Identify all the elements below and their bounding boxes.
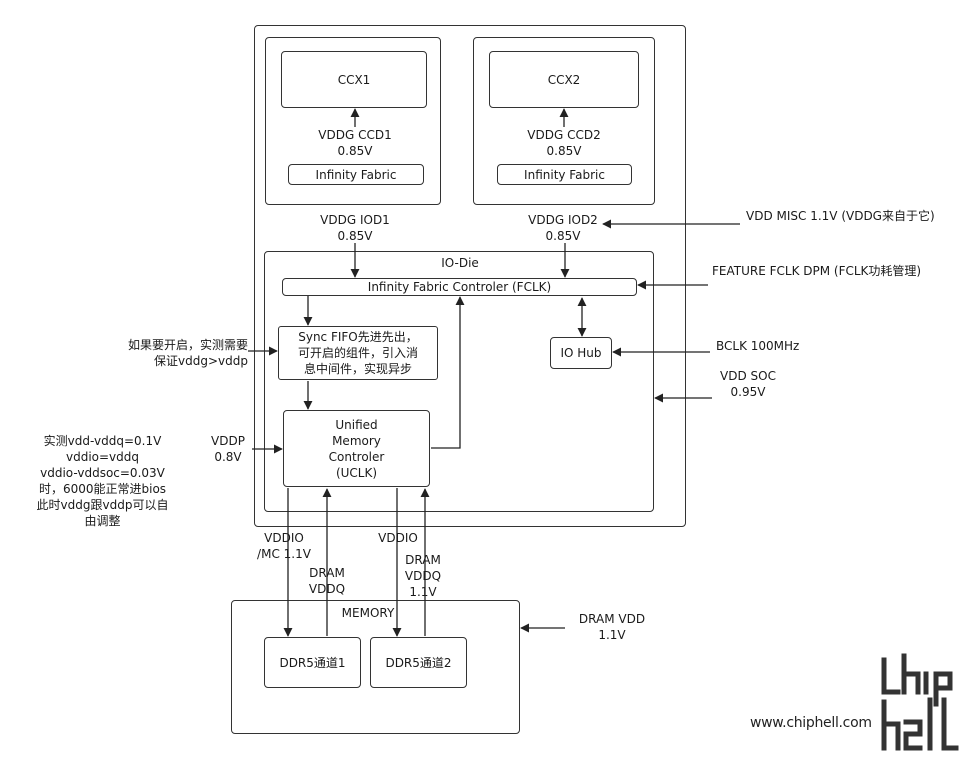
bclk-label: BCLK 100MHz	[716, 339, 800, 353]
vddg-iod1-label: VDDG IOD1 0.85V	[320, 213, 390, 243]
infinity-fabric-1-block: Infinity Fabric	[288, 164, 424, 185]
measured-note: 实测vdd-vddq=0.1V vddio=vddq vddio-vddsoc=…	[36, 434, 169, 528]
ccx1-block: CCX1	[281, 51, 427, 108]
vddg-ccd2-label: VDDG CCD2 0.85V	[527, 128, 601, 158]
vddio-label: VDDIO	[378, 531, 418, 545]
io-die-box	[264, 251, 654, 512]
chiphell-logo	[881, 653, 959, 751]
vddg-ccd1-label: VDDG CCD1 0.85V	[318, 128, 392, 158]
infinity-fabric-2-block: Infinity Fabric	[497, 164, 632, 185]
ccd2-box	[473, 37, 655, 205]
watermark-url: www.chiphell.com	[750, 715, 872, 731]
sync-fifo-note: 如果要开启，实测需要 保证vddg>vddp	[127, 338, 248, 368]
dram-vddq-right-label: DRAM VDDQ 1.1V	[404, 553, 442, 599]
ccx2-block: CCX2	[489, 51, 639, 108]
vddg-iod2-label: VDDG IOD2 0.85V	[528, 213, 598, 243]
ccd1-box	[265, 37, 441, 205]
io-hub-block: IO Hub	[550, 337, 612, 369]
unified-memory-controller-block: Unified Memory Controler (UCLK)	[283, 410, 430, 487]
ddr5-channel-2-block: DDR5通道2	[370, 637, 467, 688]
vddp-label: VDDP 0.8V	[211, 434, 245, 464]
io-die-title: IO-Die	[441, 256, 479, 270]
dram-vdd-label: DRAM VDD 1.1V	[578, 612, 646, 642]
vdd-misc-label: VDD MISC 1.1V (VDDG来自于它)	[746, 209, 935, 223]
vdd-soc-label: VDD SOC 0.95V	[720, 369, 776, 399]
memory-box	[231, 600, 520, 734]
feature-fclk-dpm-label: FEATURE FCLK DPM (FCLK功耗管理)	[712, 264, 922, 278]
sync-fifo-block: Sync FIFO先进先出， 可开启的组件，引入消 息中间件，实现异步	[278, 326, 438, 380]
fclk-controller-block: Infinity Fabric Controler (FCLK)	[282, 278, 637, 296]
memory-title: MEMORY	[341, 606, 395, 620]
ddr5-channel-1-block: DDR5通道1	[264, 637, 361, 688]
vddio-mc-label: VDDIO /MC 1.1V	[257, 531, 311, 561]
cpu-package-box	[254, 25, 686, 527]
